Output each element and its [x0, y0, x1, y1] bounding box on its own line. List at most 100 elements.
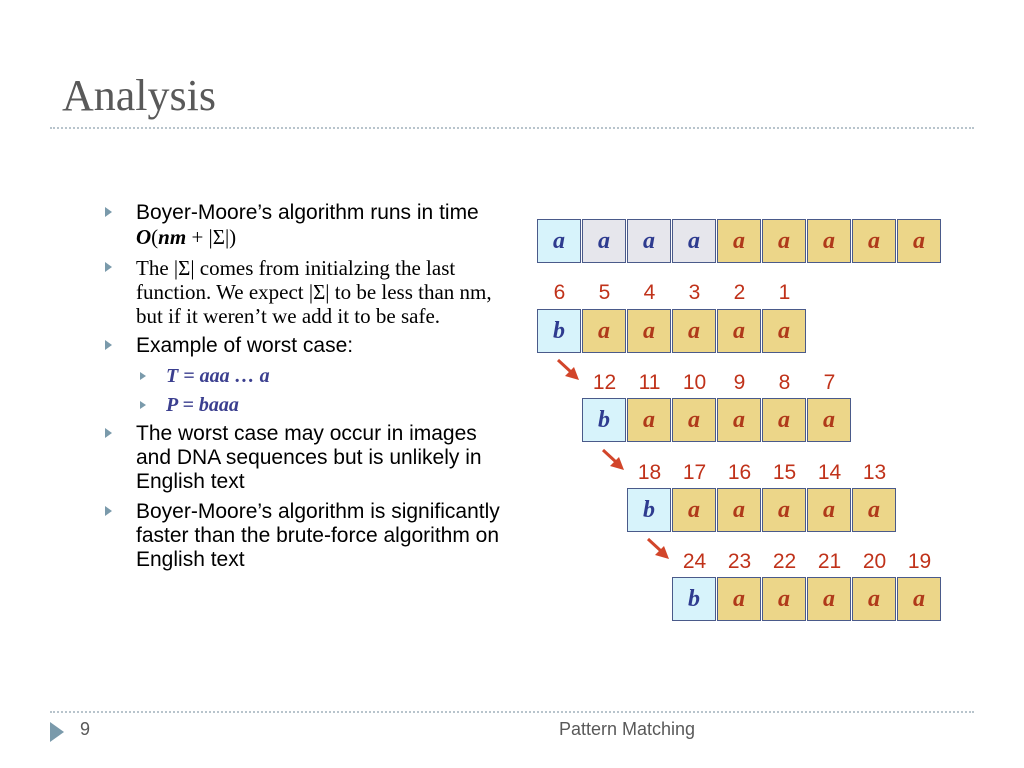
- nm-term: nm: [158, 225, 187, 249]
- bullet-runtime-prefix: Boyer-Moore’s algorithm runs in time: [136, 201, 479, 224]
- paren-open: (: [151, 225, 159, 249]
- bullet-sigma-text: The |Σ| comes from initialzing the last …: [136, 256, 492, 328]
- bullet-sigma: The |Σ| comes from initialzing the last …: [105, 256, 515, 328]
- bullet-arrow-icon: [105, 262, 112, 272]
- bullet-arrow-icon: [105, 428, 112, 438]
- footer-divider: [50, 711, 974, 713]
- text-cell: a: [582, 219, 626, 263]
- comparison-index-row: 6 5 4 3 2 1: [537, 281, 807, 305]
- pattern-cell: a: [672, 309, 716, 353]
- big-o: O: [136, 225, 152, 249]
- comparison-index: 14: [817, 461, 842, 484]
- pattern-cell: a: [717, 309, 761, 353]
- pattern-cell: a: [807, 577, 851, 621]
- pattern-cell: a: [672, 398, 716, 442]
- footer-arrow-icon: [50, 722, 64, 742]
- title-divider: [50, 127, 974, 129]
- bullet-faster-text: Boyer-Moore’s algorithm is significantly…: [136, 500, 500, 571]
- comparison-index: 3: [688, 281, 701, 304]
- bullet-worst-case-text: Example of worst case:: [136, 334, 354, 357]
- comparison-index: 10: [682, 371, 707, 394]
- shift-arrow-icon: [601, 448, 624, 470]
- sub-bullet-arrow-icon: [140, 401, 146, 409]
- pattern-cell: a: [627, 309, 671, 353]
- text-cell: a: [537, 219, 581, 263]
- pattern-cell: a: [762, 577, 806, 621]
- comparison-index: 22: [772, 550, 797, 573]
- text-cell: a: [627, 219, 671, 263]
- bullet-arrow-icon: [105, 207, 112, 217]
- bullet-runtime: Boyer-Moore’s algorithm runs in time O(n…: [105, 201, 515, 250]
- bullet-images-dna-text: The worst case may occur in images and D…: [136, 422, 482, 493]
- comparison-index: 15: [772, 461, 797, 484]
- comparison-index: 24: [682, 550, 707, 573]
- pattern-cell: a: [807, 488, 851, 532]
- comparison-index: 23: [727, 550, 752, 573]
- shift-arrow-icon: [646, 537, 669, 559]
- comparison-index: 16: [727, 461, 752, 484]
- comparison-index: 8: [778, 371, 791, 394]
- text-cell: a: [762, 219, 806, 263]
- pattern-cell: a: [762, 398, 806, 442]
- text-cell: a: [672, 219, 716, 263]
- bullet-list: Boyer-Moore’s algorithm runs in time O(n…: [105, 201, 515, 578]
- sub-bullet-pattern-value: P = baaa: [166, 394, 239, 416]
- pattern-cell: a: [762, 488, 806, 532]
- comparison-index: 12: [592, 371, 617, 394]
- text-cell: a: [897, 219, 941, 263]
- pattern-cell: a: [807, 398, 851, 442]
- footer-title: Pattern Matching: [559, 719, 696, 739]
- pattern-cell: a: [672, 488, 716, 532]
- comparison-index-row: 18 17 16 15 14 13: [627, 461, 897, 485]
- pattern-cell: a: [717, 398, 761, 442]
- comparison-index: 21: [817, 550, 842, 573]
- comparison-index: 7: [823, 371, 836, 394]
- comparison-index: 19: [907, 550, 932, 573]
- bullet-images-dna: The worst case may occur in images and D…: [105, 422, 515, 494]
- comparison-index: 1: [778, 281, 791, 304]
- comparison-index: 18: [637, 461, 662, 484]
- bullet-arrow-icon: [105, 506, 112, 516]
- pattern-cell: a: [852, 488, 896, 532]
- page-number: 9: [80, 719, 91, 739]
- pattern-cell: a: [582, 309, 626, 353]
- text-cell: a: [807, 219, 851, 263]
- comparison-index: 4: [643, 281, 656, 304]
- comparison-index: 11: [638, 371, 661, 394]
- text-cell: a: [852, 219, 896, 263]
- comparison-index-row: 24 23 22 21 20 19: [672, 550, 942, 574]
- comparison-index: 5: [598, 281, 611, 304]
- slide-title: Analysis: [62, 71, 216, 120]
- comparison-index: 9: [733, 371, 746, 394]
- pattern-cell: b: [627, 488, 671, 532]
- text-cell: a: [717, 219, 761, 263]
- bullet-arrow-icon: [105, 340, 112, 350]
- bullet-faster: Boyer-Moore’s algorithm is significantly…: [105, 500, 515, 572]
- sub-bullet-text: T = aaa … a: [105, 364, 515, 388]
- pattern-cell: a: [897, 577, 941, 621]
- pattern-cell: a: [717, 577, 761, 621]
- shift-arrow-icon: [556, 358, 579, 380]
- pattern-cell: a: [717, 488, 761, 532]
- pattern-cell: a: [762, 309, 806, 353]
- comparison-index: 20: [862, 550, 887, 573]
- pattern-cell: b: [672, 577, 716, 621]
- pattern-cell: a: [627, 398, 671, 442]
- comparison-index: 6: [553, 281, 566, 304]
- comparison-index: 13: [862, 461, 887, 484]
- bullet-worst-case: Example of worst case:: [105, 334, 515, 358]
- comparison-index: 17: [682, 461, 707, 484]
- comparison-index-row: 12 11 10 9 8 7: [582, 371, 852, 395]
- comparison-index: 2: [733, 281, 746, 304]
- pattern-cell: a: [852, 577, 896, 621]
- sub-bullet-arrow-icon: [140, 372, 146, 380]
- pattern-cell: b: [537, 309, 581, 353]
- sigma-term: + |Σ|): [186, 225, 237, 249]
- pattern-cell: b: [582, 398, 626, 442]
- sub-bullet-pattern: P = baaa: [105, 393, 515, 417]
